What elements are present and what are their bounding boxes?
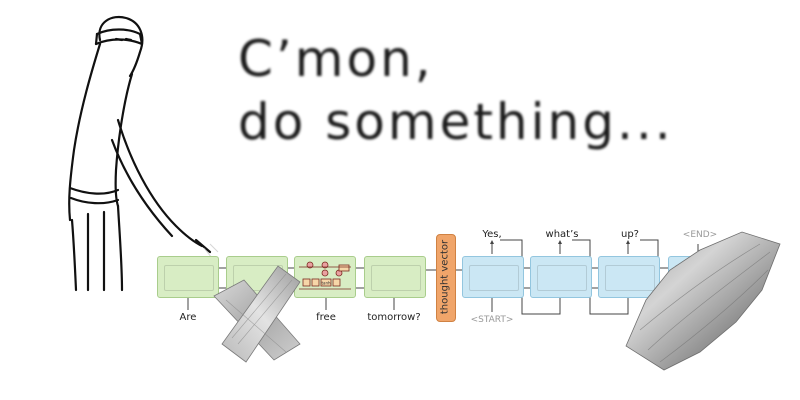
meme-caption: C’mon, do something...	[238, 28, 674, 153]
decoder-cell-1	[462, 256, 524, 298]
thought-vector-block	[436, 234, 456, 322]
encoder-cell-1	[157, 256, 219, 298]
decoder-output-3: up?	[621, 229, 639, 240]
decoder-output-1: Yes,	[482, 229, 502, 240]
decoder-cell-3	[598, 256, 660, 298]
encoder-word-3: free	[316, 312, 336, 323]
decoder-output-2: what’s	[545, 229, 579, 240]
decoder-end-token: <END>	[682, 230, 718, 240]
caption-line-2: do something...	[238, 92, 674, 151]
caption-line-1: C’mon,	[238, 30, 434, 88]
lstm-gates-icon: tanh	[299, 261, 351, 290]
encoder-word-1: Are	[179, 312, 197, 323]
decoder-start-token: <START>	[470, 315, 514, 325]
encoder-word-4: tomorrow?	[367, 312, 421, 323]
decoder-cell-2	[530, 256, 592, 298]
svg-text:tanh: tanh	[321, 281, 331, 286]
encoder-cell-3-detailed: tanh	[294, 256, 356, 298]
encoder-cell-4	[364, 256, 426, 298]
